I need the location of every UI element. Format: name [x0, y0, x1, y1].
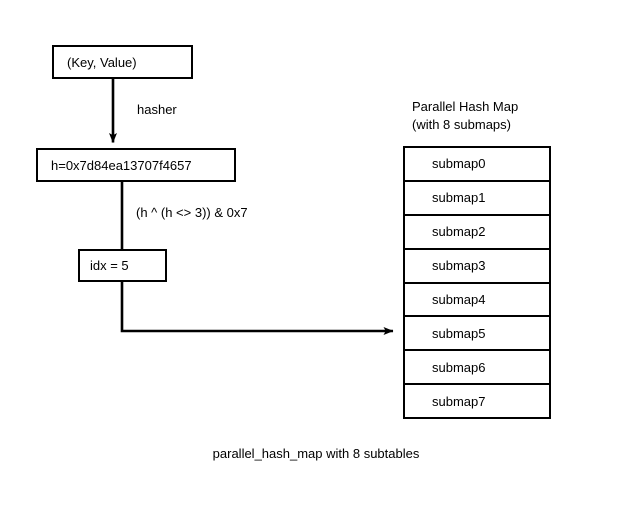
edge-label-hasher: hasher — [137, 102, 177, 117]
submap-row-7: submap7 — [405, 385, 549, 417]
submap-row-label: submap6 — [432, 359, 486, 375]
edge-label-index-formula: (h ^ (h <> 3)) & 0x7 — [136, 205, 248, 220]
submap-row-0: submap0 — [405, 148, 549, 182]
node-key-value-label: (Key, Value) — [67, 54, 137, 70]
node-index-label: idx = 5 — [90, 258, 129, 273]
submap-row-label: submap0 — [432, 156, 486, 172]
submap-row-label: submap1 — [432, 190, 486, 206]
node-key-value: (Key, Value) — [52, 45, 193, 79]
arrow-idx-to-submap5 — [120, 282, 394, 335]
submap-row-2: submap2 — [405, 215, 549, 250]
node-hash-value-label: h=0x7d84ea13707f4657 — [51, 157, 192, 173]
submap-row-6: submap6 — [405, 351, 549, 386]
parallel-hash-map-heading: Parallel Hash Map (with 8 submaps) — [412, 98, 518, 134]
submap-row-4: submap4 — [405, 283, 549, 318]
submap-row-3: submap3 — [405, 249, 549, 284]
node-index: idx = 5 — [78, 249, 167, 282]
submap-row-label: submap3 — [432, 258, 486, 274]
submap-row-label: submap5 — [432, 325, 486, 341]
submap-row-label: submap4 — [432, 291, 486, 307]
node-hash-value: h=0x7d84ea13707f4657 — [36, 148, 236, 182]
submap-table: submap0 submap1 submap2 submap3 submap4 … — [403, 146, 551, 419]
submap-row-1: submap1 — [405, 181, 549, 216]
diagram-caption: parallel_hash_map with 8 subtables — [212, 446, 420, 461]
submap-row-label: submap2 — [432, 224, 486, 240]
submap-row-label: submap7 — [432, 393, 486, 409]
parallel-hash-map-heading-line1: Parallel Hash Map — [412, 99, 519, 114]
parallel-hash-map-heading-line2: (with 8 submaps) — [412, 117, 511, 132]
submap-row-5: submap5 — [405, 317, 549, 352]
